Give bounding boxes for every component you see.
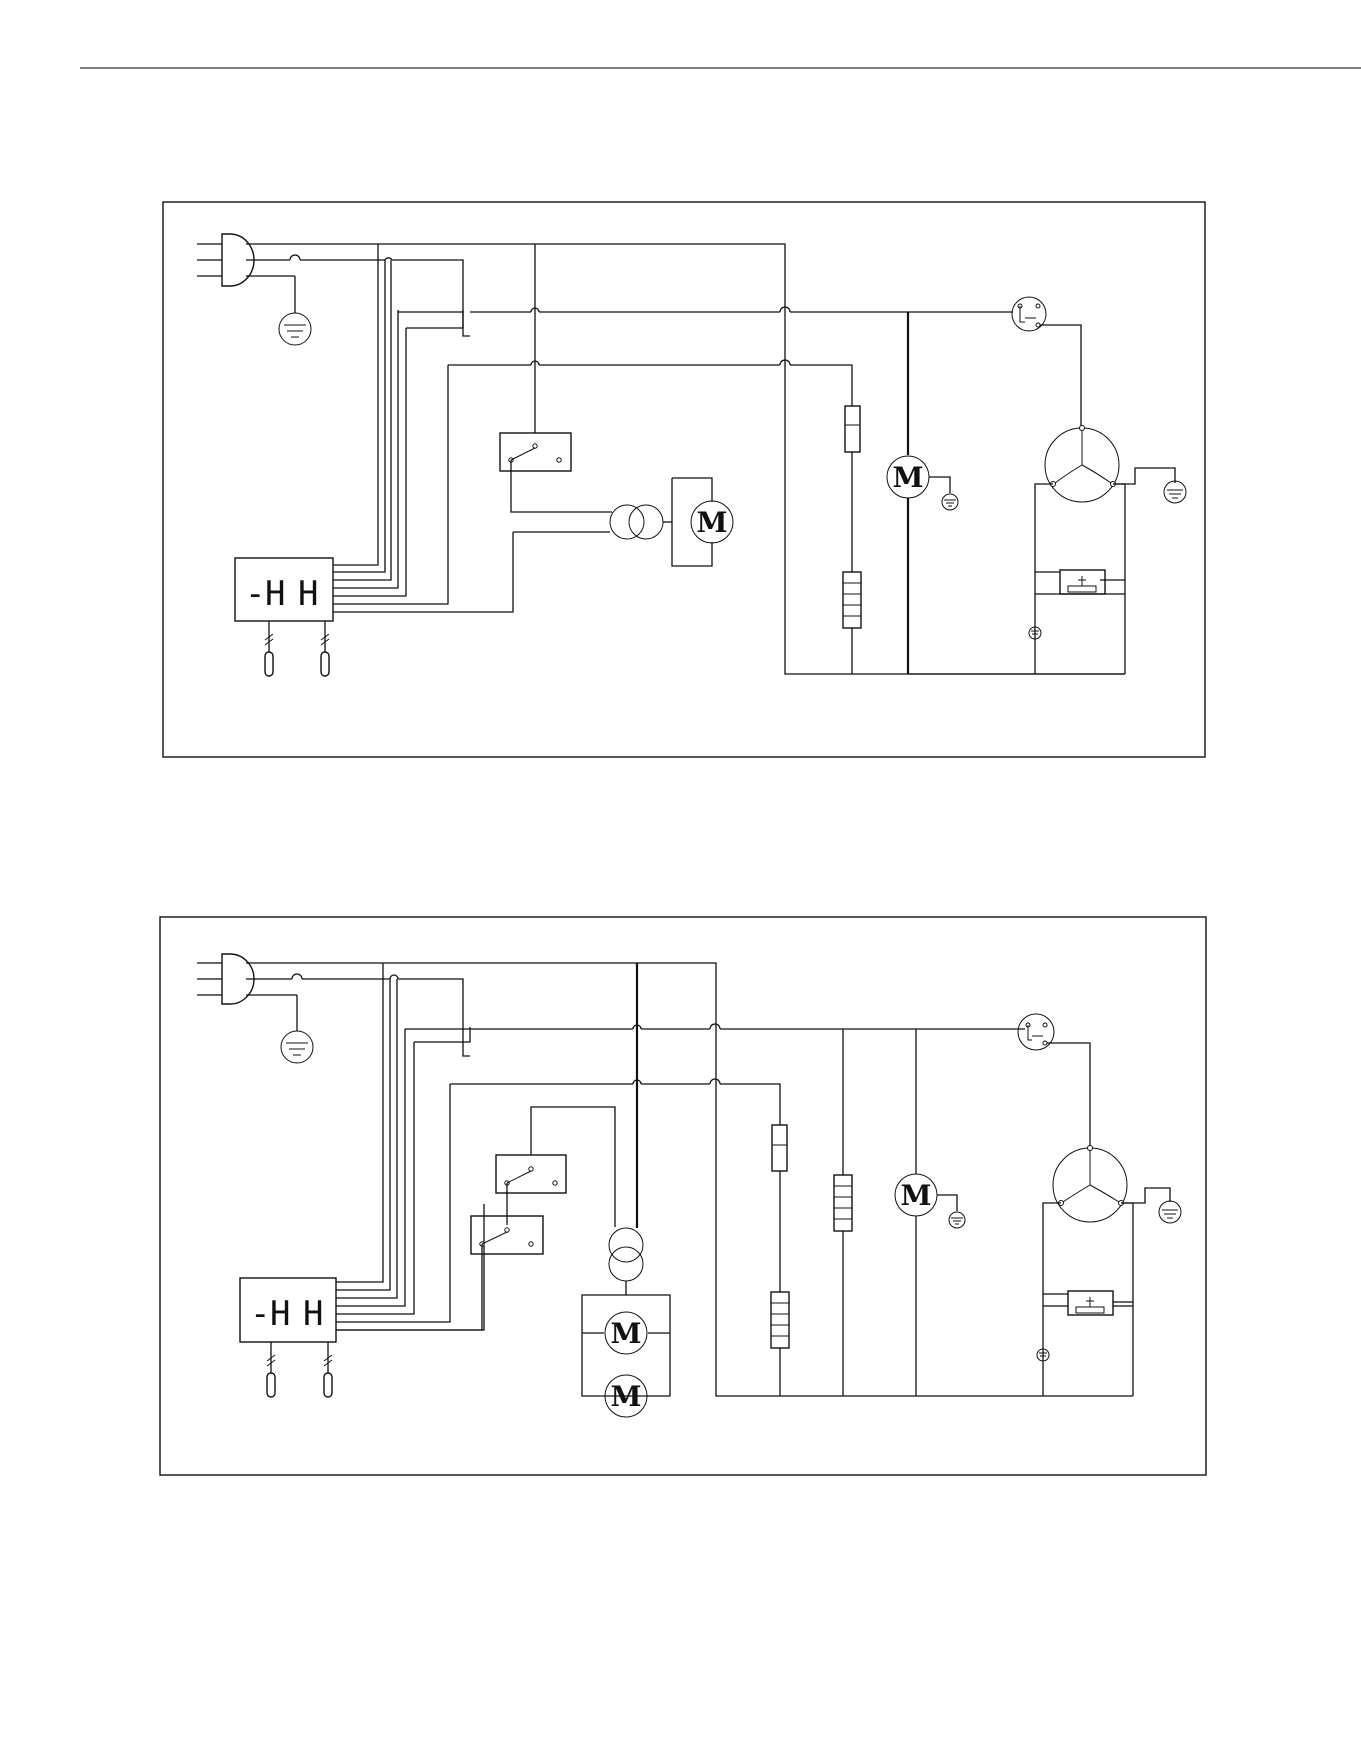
relay-2a [496, 1107, 615, 1227]
sensor-probe-1 [267, 1342, 275, 1397]
overload-protector-1 [1012, 297, 1081, 428]
sensor-probe-2 [324, 1342, 332, 1397]
condenser-fan-motor-2: M [895, 1029, 965, 1396]
display-left: - [250, 1294, 270, 1334]
display-digit-2: H [298, 574, 318, 614]
condenser-fan-motor-1: M [887, 312, 958, 674]
motor-label: M [611, 1317, 642, 1350]
sensor-probe-2 [321, 621, 329, 676]
display-left: - [245, 574, 265, 614]
sensor-probe-1 [265, 621, 273, 676]
heater-1 [843, 572, 861, 674]
wiring-diagram-1: M - H H [163, 202, 1205, 757]
start-relay-2 [1037, 1291, 1133, 1396]
display-digit-1: H [270, 1294, 290, 1334]
motor-label: M [893, 461, 924, 494]
ground-icon [949, 1212, 965, 1228]
fan-motor-2b: M [605, 1375, 647, 1417]
ground-icon [1159, 1201, 1181, 1223]
motor-label: M [697, 506, 728, 539]
power-plug-icon [197, 234, 254, 286]
display-digit-2: H [303, 1294, 323, 1334]
heater-2b [834, 1029, 852, 1396]
fuse-1 [845, 406, 860, 572]
transformer-icon [513, 505, 672, 539]
motor-label: M [611, 1380, 642, 1413]
ground-icon [1164, 481, 1186, 503]
digital-display-controller-1: - H H [235, 558, 333, 621]
compressor-2 [1043, 1146, 1181, 1303]
compressor-1 [1035, 426, 1186, 581]
heater-2a [771, 1292, 789, 1396]
ground-icon [279, 276, 311, 345]
display-digit-1: H [265, 574, 285, 614]
start-relay-1 [1029, 570, 1125, 674]
relay-1 [500, 433, 612, 512]
diagram-2-frame [160, 917, 1206, 1475]
relay-2b [336, 1216, 543, 1330]
fan-motor-1: M [672, 478, 733, 566]
motor-label: M [901, 1179, 932, 1212]
wiring-diagram-2: M M - H H [160, 917, 1206, 1475]
fuse-2 [772, 1125, 787, 1292]
transformer-icon [609, 1228, 643, 1295]
power-plug-icon [197, 954, 254, 1004]
overload-protector-2 [1018, 1014, 1090, 1148]
ground-icon [942, 494, 958, 510]
ground-icon [281, 995, 313, 1063]
digital-display-controller-2: - H H [240, 1278, 336, 1342]
